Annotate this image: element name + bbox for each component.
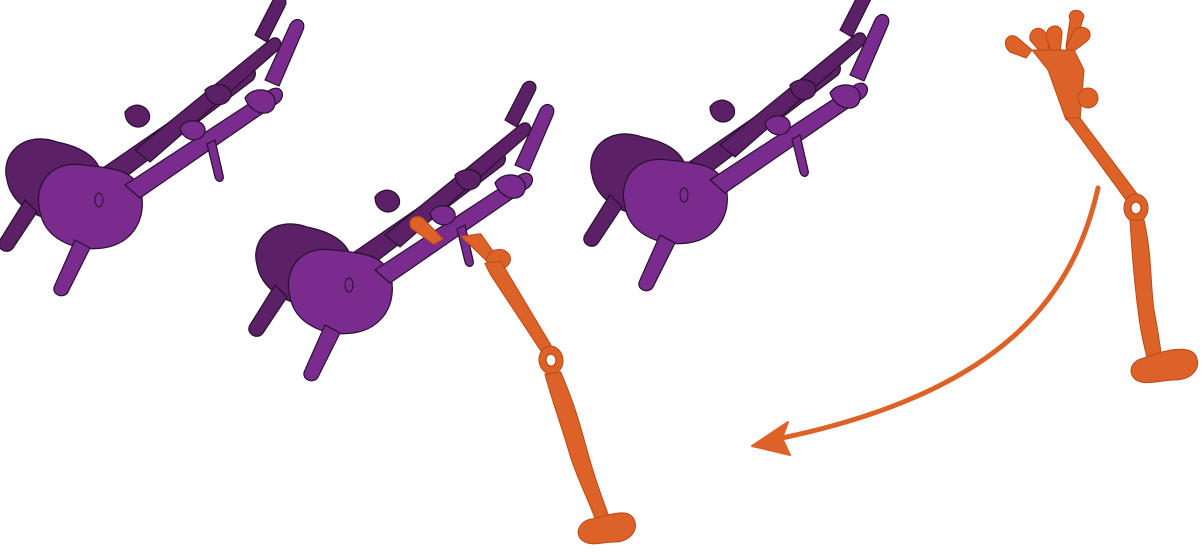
complex-3 bbox=[583, 0, 890, 292]
motion-arrow-head bbox=[751, 421, 791, 456]
arm-free bbox=[1005, 9, 1198, 384]
motion-arrow-shaft bbox=[779, 185, 1101, 441]
motion-arrow bbox=[751, 185, 1101, 456]
complex-2 bbox=[248, 80, 555, 382]
arm-attached bbox=[409, 216, 636, 545]
